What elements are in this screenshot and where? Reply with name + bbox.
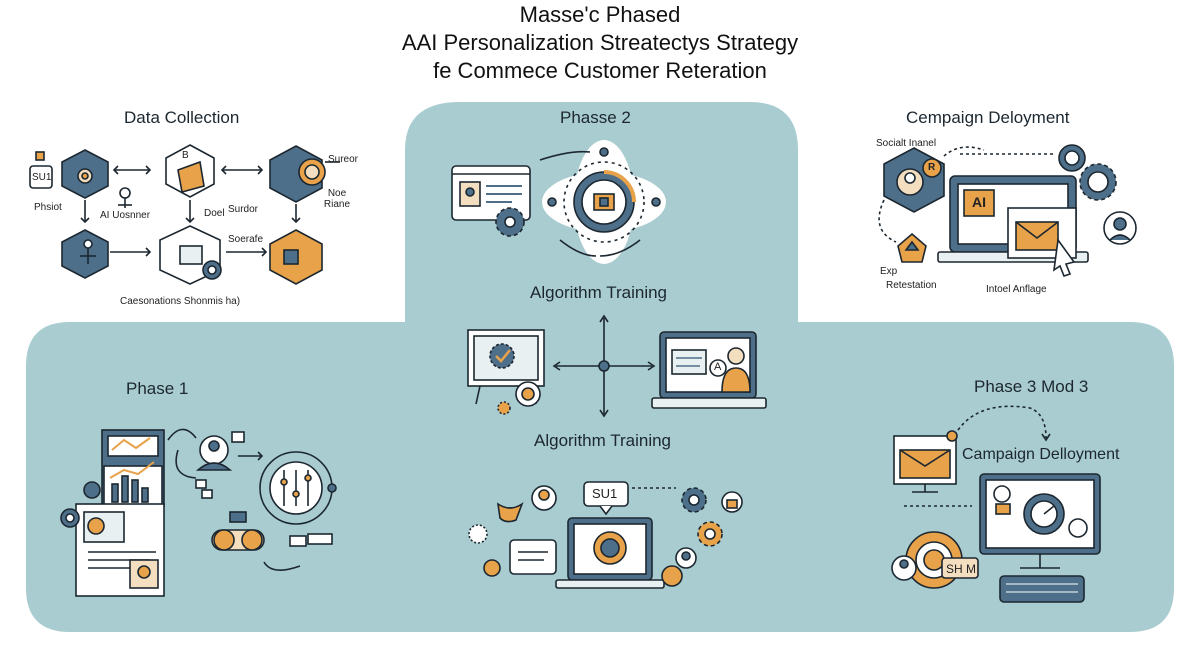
algorithm-training-caption: Algorithm Training — [530, 283, 668, 302]
social-channel-label: Socialt Inanel — [876, 138, 937, 149]
shm-badge — [941, 557, 979, 579]
intoel-label: Intoel Anflage — [986, 284, 1047, 295]
a-label: A — [714, 361, 722, 373]
title-line-1: Masse'c Phased — [519, 2, 681, 27]
su1-label: SU1 — [32, 172, 52, 183]
algorithm-training-caption-2: Algorithm Training — [534, 431, 672, 450]
phase-3-heading: Phase 3 Mod 3 — [974, 377, 1089, 396]
person-icon — [483, 559, 501, 577]
retestation-label: Retestation — [886, 280, 937, 291]
b-label: B — [182, 150, 189, 161]
data-collection-footer: Caesonations Shonmis ha) — [120, 296, 241, 307]
keyboard-icon — [999, 575, 1085, 603]
soerafe-label: Soerafe — [228, 234, 264, 245]
shm-label: SH M — [946, 562, 976, 576]
title-line-3: fe Commece Customer Reteration — [433, 58, 767, 83]
person-icon — [727, 347, 745, 365]
gear-icon — [468, 524, 488, 544]
phase-1-heading: Phase 1 — [126, 379, 189, 398]
exp-label: Exp — [880, 266, 898, 277]
r-label: R — [928, 162, 936, 173]
ai-screen-label: AI — [972, 194, 986, 210]
hexagon-cube-icon — [61, 229, 109, 279]
data-collection-heading: Data Collection — [124, 108, 240, 127]
noe-riane-label: Noe Riane — [323, 188, 351, 210]
phsiot-label: Phsiot — [34, 202, 62, 213]
settings-icon — [83, 481, 101, 499]
surdor-label: Surdor — [228, 204, 259, 215]
chart-bowl-icon — [496, 501, 524, 523]
campaign-deployment-heading: Cempaign Deloyment — [906, 108, 1070, 127]
chat-icon — [509, 539, 557, 575]
su1-box — [29, 165, 53, 189]
cursor-icon — [1052, 237, 1076, 277]
doel-label: Doel — [204, 208, 225, 219]
gear-icon — [497, 401, 511, 415]
orange-square-icon — [35, 151, 45, 161]
phase-2-heading: Phasse 2 — [560, 108, 631, 127]
person-icon — [661, 565, 683, 587]
su1-bubble-label: SU1 — [592, 486, 618, 501]
cycle-ring — [563, 161, 645, 243]
campaign-delloyment-caption: Campaign Delloyment — [962, 446, 1120, 463]
sureor-label: Sureor — [328, 154, 359, 165]
ai-uosnner-label: AI Uosnner — [100, 210, 151, 221]
r-badge — [922, 158, 942, 178]
title-line-2: AAI Personalization Streatectys Strategy — [401, 30, 799, 55]
